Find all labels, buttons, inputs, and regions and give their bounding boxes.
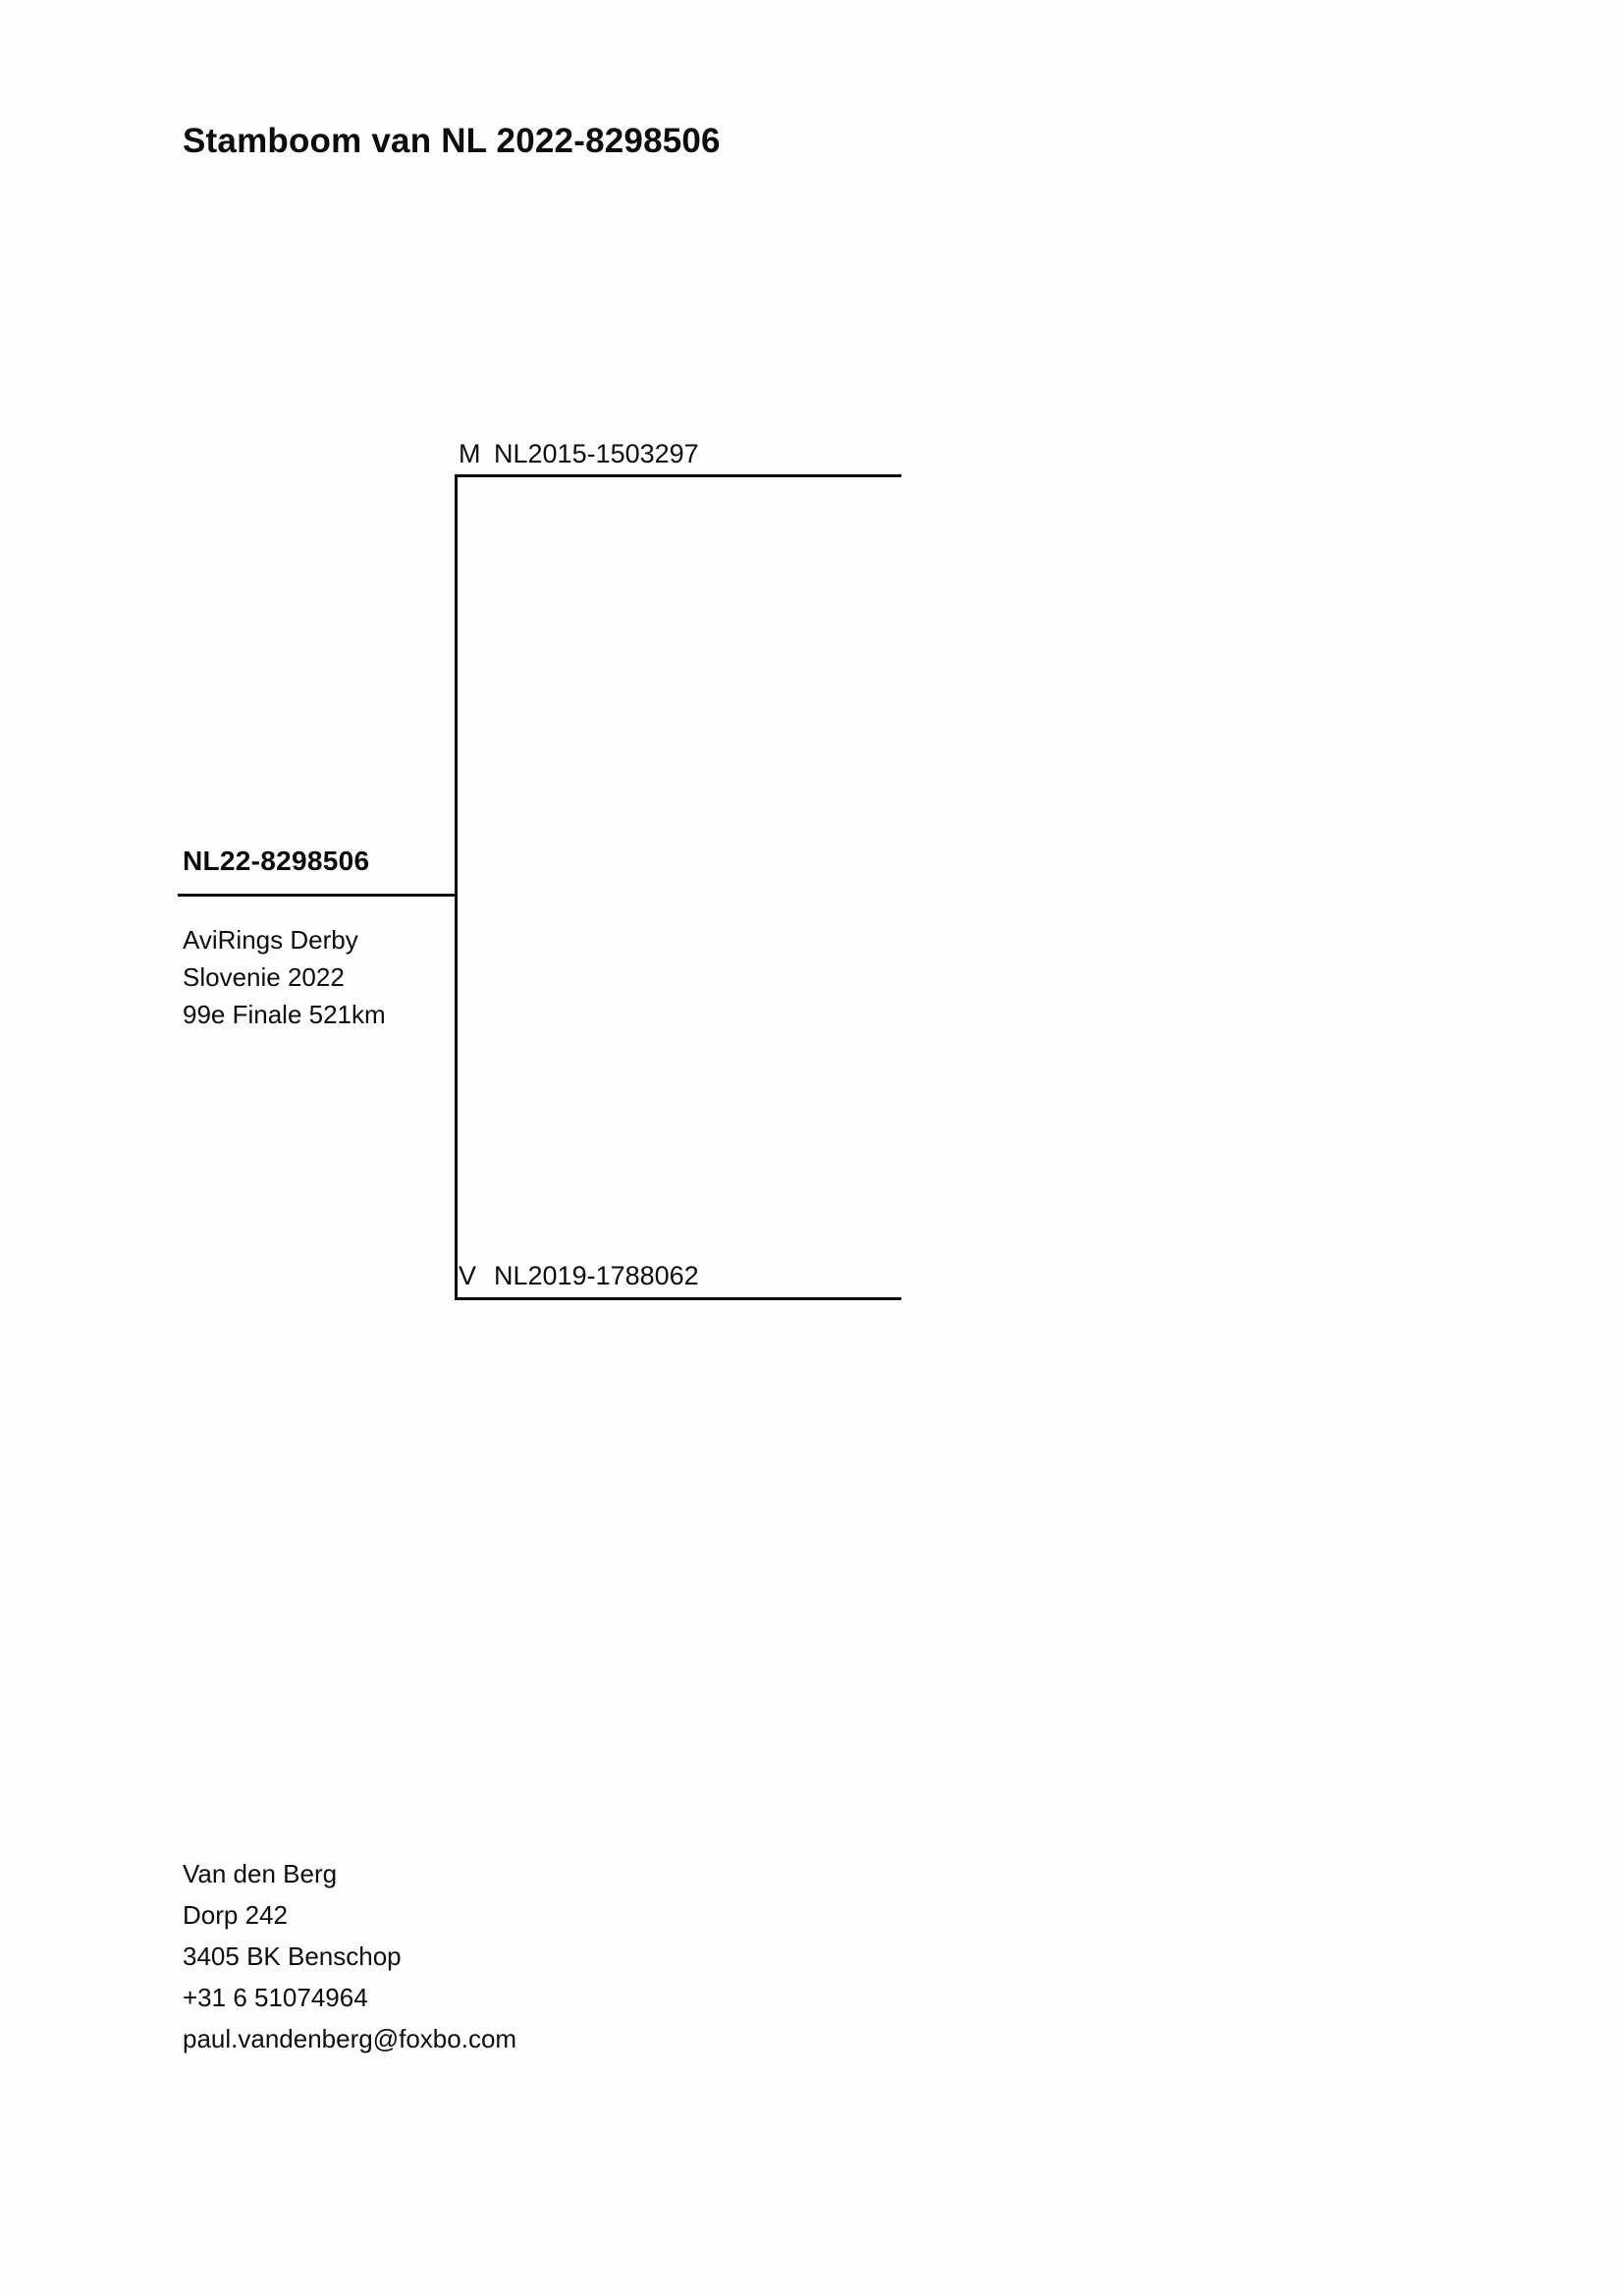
father-branch-rule <box>455 1297 901 1300</box>
pedigree-node-father: V NL2019-1788062 <box>459 1261 699 1291</box>
page-title: Stamboom van NL 2022-8298506 <box>183 122 721 160</box>
father-gender-code: V <box>459 1261 477 1290</box>
subject-details: AviRings Derby Slovenie 2022 99e Finale … <box>183 921 386 1033</box>
owner-contact-block: Van den Berg Dorp 242 3405 BK Benschop +… <box>183 1853 516 2059</box>
owner-street: Dorp 242 <box>183 1900 288 1930</box>
mother-branch-rule <box>455 474 901 477</box>
mother-gender-code: M <box>459 439 481 468</box>
subject-ring-number: NL22-8298506 <box>183 846 370 876</box>
owner-name: Van den Berg <box>183 1859 338 1888</box>
subject-detail-line-1: AviRings Derby <box>183 925 358 955</box>
owner-phone: +31 6 51074964 <box>183 1983 368 2012</box>
subject-detail-line-3: 99e Finale 521km <box>183 1000 386 1029</box>
father-ring-number: NL2019-1788062 <box>494 1261 699 1290</box>
owner-city: 3405 BK Benschop <box>183 1941 402 1971</box>
pedigree-node-subject: NL22-8298506 <box>183 846 477 877</box>
owner-email: paul.vandenberg@foxbo.com <box>183 2024 517 2053</box>
pedigree-spine-rule <box>455 474 458 1300</box>
subject-detail-line-2: Slovenie 2022 <box>183 962 345 992</box>
pedigree-node-mother: M NL2015-1503297 <box>459 439 699 469</box>
mother-ring-number: NL2015-1503297 <box>494 439 699 468</box>
subject-underline-rule <box>178 894 458 897</box>
